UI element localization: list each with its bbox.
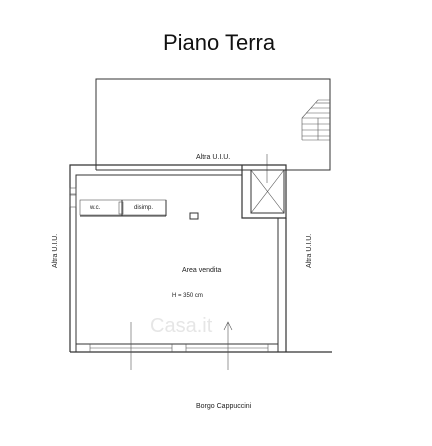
disimp-label: disimp.	[134, 205, 153, 211]
street-label: Borgo Cappuccini	[196, 403, 252, 410]
column	[189, 212, 199, 220]
staircase	[301, 99, 330, 141]
other-unit-label-top: Altra U.I.U.	[196, 154, 230, 161]
wc-label: w.c.	[89, 205, 101, 211]
sales-area-label: Area vendita	[182, 267, 221, 274]
entrance-arrows	[130, 321, 233, 370]
watermark: Casa.it	[150, 315, 213, 337]
other-unit-label-right: Altra U.I.U.	[306, 234, 313, 268]
upper-other-unit: Altra U.I.U.	[95, 78, 331, 183]
other-unit-label-left: Altra U.I.U.	[52, 234, 59, 268]
service-rooms: w.c. disimp.	[79, 199, 167, 217]
plan-title: Piano Terra	[163, 30, 276, 55]
ground-floor-outline	[69, 164, 332, 353]
height-label: H = 350 cm	[172, 293, 203, 299]
entrance-openings	[89, 344, 269, 352]
stairwell-box	[250, 169, 285, 214]
